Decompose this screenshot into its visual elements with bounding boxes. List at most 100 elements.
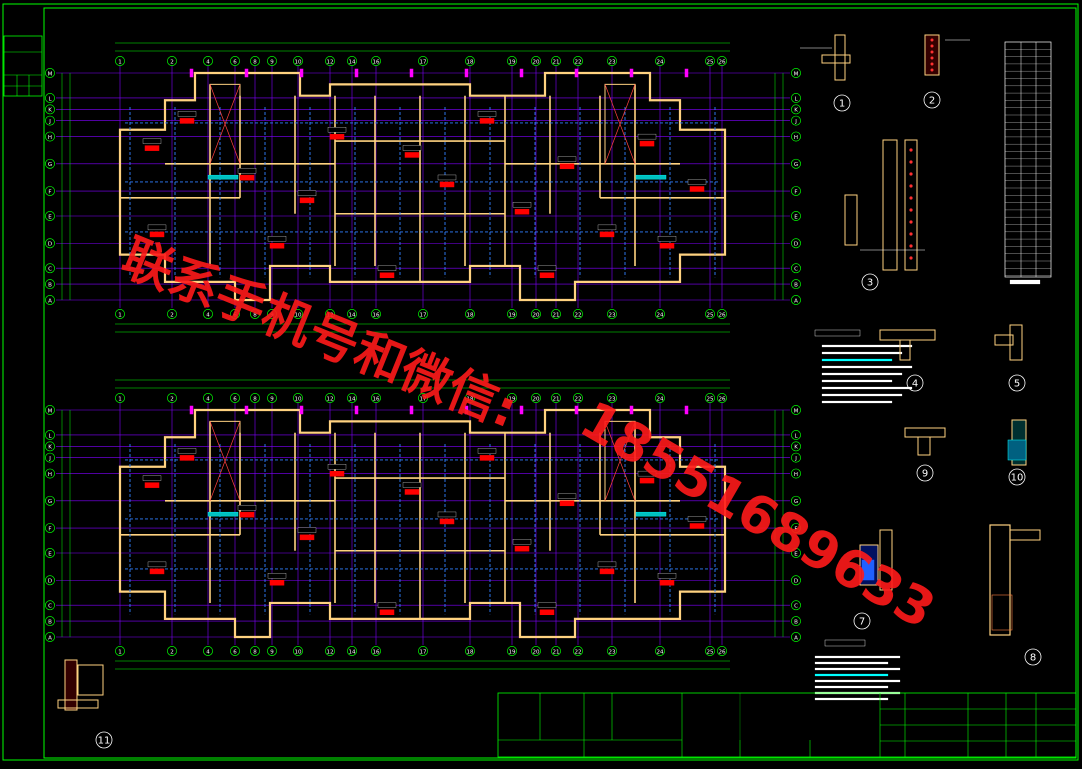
detail-callout-5: 5 bbox=[1008, 374, 1026, 392]
axis-bubble-bottom: 4 bbox=[203, 309, 213, 319]
rebar-dot bbox=[909, 208, 913, 212]
axis-bubble-top: 1 bbox=[115, 393, 125, 403]
svg-text:22: 22 bbox=[575, 59, 582, 65]
note-text-line bbox=[821, 358, 893, 362]
svg-text:C: C bbox=[48, 604, 52, 610]
svg-text:2: 2 bbox=[170, 396, 174, 402]
svg-text:J: J bbox=[794, 119, 797, 125]
svg-text:10: 10 bbox=[1011, 473, 1024, 484]
svg-text:E: E bbox=[48, 214, 52, 220]
slab-tag bbox=[149, 568, 165, 575]
svg-text:4: 4 bbox=[206, 649, 210, 655]
axis-bubble-left: L bbox=[45, 93, 55, 103]
svg-text:H: H bbox=[794, 472, 798, 478]
section-5-ledge bbox=[994, 334, 1014, 346]
exterior-wall-outline bbox=[118, 71, 727, 302]
axis-bubble-bottom: 25 bbox=[705, 309, 715, 319]
svg-text:26: 26 bbox=[719, 59, 726, 65]
svg-text:18: 18 bbox=[467, 396, 474, 402]
axis-bubble-right: D bbox=[791, 238, 801, 249]
axis-bubble-bottom: 22 bbox=[573, 646, 583, 656]
axis-bubble-bottom: 21 bbox=[551, 309, 561, 319]
slab-label bbox=[237, 167, 257, 174]
axis-bubble-top: 22 bbox=[573, 56, 583, 66]
svg-text:25: 25 bbox=[707, 312, 714, 318]
svg-text:F: F bbox=[794, 189, 797, 195]
axis-bubble-bottom: 17 bbox=[418, 646, 428, 656]
svg-text:H: H bbox=[794, 135, 798, 141]
svg-text:17: 17 bbox=[420, 59, 427, 65]
slab-tag bbox=[559, 500, 575, 507]
axis-bubble-top: 2 bbox=[167, 393, 177, 403]
rebar-dot bbox=[930, 38, 934, 42]
slab-tag bbox=[239, 511, 255, 518]
svg-text:20: 20 bbox=[533, 59, 540, 65]
svg-text:1: 1 bbox=[118, 59, 122, 65]
slab-label bbox=[557, 156, 577, 162]
axis-bubble-top: 23 bbox=[607, 393, 617, 403]
slab-tag bbox=[329, 471, 345, 477]
note-text-line bbox=[821, 386, 913, 390]
axis-bubble-top: 20 bbox=[531, 393, 541, 403]
slab-label bbox=[297, 190, 317, 197]
svg-text:22: 22 bbox=[575, 649, 582, 655]
slab-tag bbox=[239, 174, 255, 181]
column-mark bbox=[684, 405, 689, 415]
svg-text:J: J bbox=[794, 456, 797, 462]
column-mark bbox=[629, 405, 634, 415]
detail-callout-9: 9 bbox=[916, 464, 934, 482]
svg-text:10: 10 bbox=[295, 649, 302, 655]
axis-bubble-bottom: 26 bbox=[717, 309, 727, 319]
slab-tag bbox=[479, 118, 495, 124]
axis-bubble-top: 16 bbox=[371, 56, 381, 66]
column-mark bbox=[189, 405, 194, 415]
slab-label bbox=[267, 573, 287, 579]
slab-tag bbox=[144, 145, 160, 151]
axis-bubble-bottom: 19 bbox=[507, 309, 517, 319]
note-text-line bbox=[814, 667, 901, 671]
axis-bubble-bottom: 12 bbox=[325, 646, 335, 656]
axis-bubble-top: 2 bbox=[167, 56, 177, 66]
slab-label bbox=[437, 174, 457, 181]
section-1-wall bbox=[834, 34, 846, 81]
slab-label bbox=[237, 504, 257, 511]
svg-text:18: 18 bbox=[467, 59, 474, 65]
axis-bubble-right: G bbox=[791, 158, 801, 169]
axis-bubble-top: 10 bbox=[293, 56, 303, 66]
axis-bubble-top: 24 bbox=[655, 56, 665, 66]
rebar-dot bbox=[930, 44, 934, 48]
slab-label bbox=[327, 127, 347, 133]
svg-text:H: H bbox=[48, 472, 52, 478]
axis-bubble-right: K bbox=[791, 441, 801, 452]
axis-bubble-bottom: 18 bbox=[465, 309, 475, 319]
axis-bubble-top: 25 bbox=[705, 56, 715, 66]
note-text-line bbox=[821, 379, 893, 383]
svg-text:1: 1 bbox=[118, 312, 122, 318]
svg-text:D: D bbox=[48, 242, 52, 248]
svg-text:K: K bbox=[48, 108, 52, 114]
slab-tag bbox=[439, 181, 455, 188]
slab-tag bbox=[269, 243, 285, 249]
axis-bubble-bottom: 1 bbox=[115, 646, 125, 656]
rebar-dot bbox=[930, 62, 934, 66]
svg-text:K: K bbox=[794, 108, 798, 114]
section-9-stem bbox=[917, 436, 931, 456]
rebar-dot bbox=[909, 196, 913, 200]
axis-bubble-top: 21 bbox=[551, 56, 561, 66]
svg-text:12: 12 bbox=[327, 396, 334, 402]
slab-tag bbox=[514, 545, 530, 552]
axis-bubble-bottom: 17 bbox=[418, 309, 428, 319]
svg-text:7: 7 bbox=[859, 617, 865, 628]
slab-label bbox=[142, 138, 162, 144]
note-text-line bbox=[814, 661, 889, 665]
svg-text:6: 6 bbox=[233, 59, 237, 65]
svg-text:21: 21 bbox=[553, 396, 560, 402]
slab-label bbox=[557, 493, 577, 499]
axis-bubble-top: 22 bbox=[573, 393, 583, 403]
column-mark bbox=[629, 68, 634, 78]
svg-text:G: G bbox=[794, 499, 798, 505]
axis-bubble-bottom: 23 bbox=[607, 309, 617, 319]
svg-text:1: 1 bbox=[118, 396, 122, 402]
axis-bubble-top: 16 bbox=[371, 393, 381, 403]
svg-text:6: 6 bbox=[233, 649, 237, 655]
